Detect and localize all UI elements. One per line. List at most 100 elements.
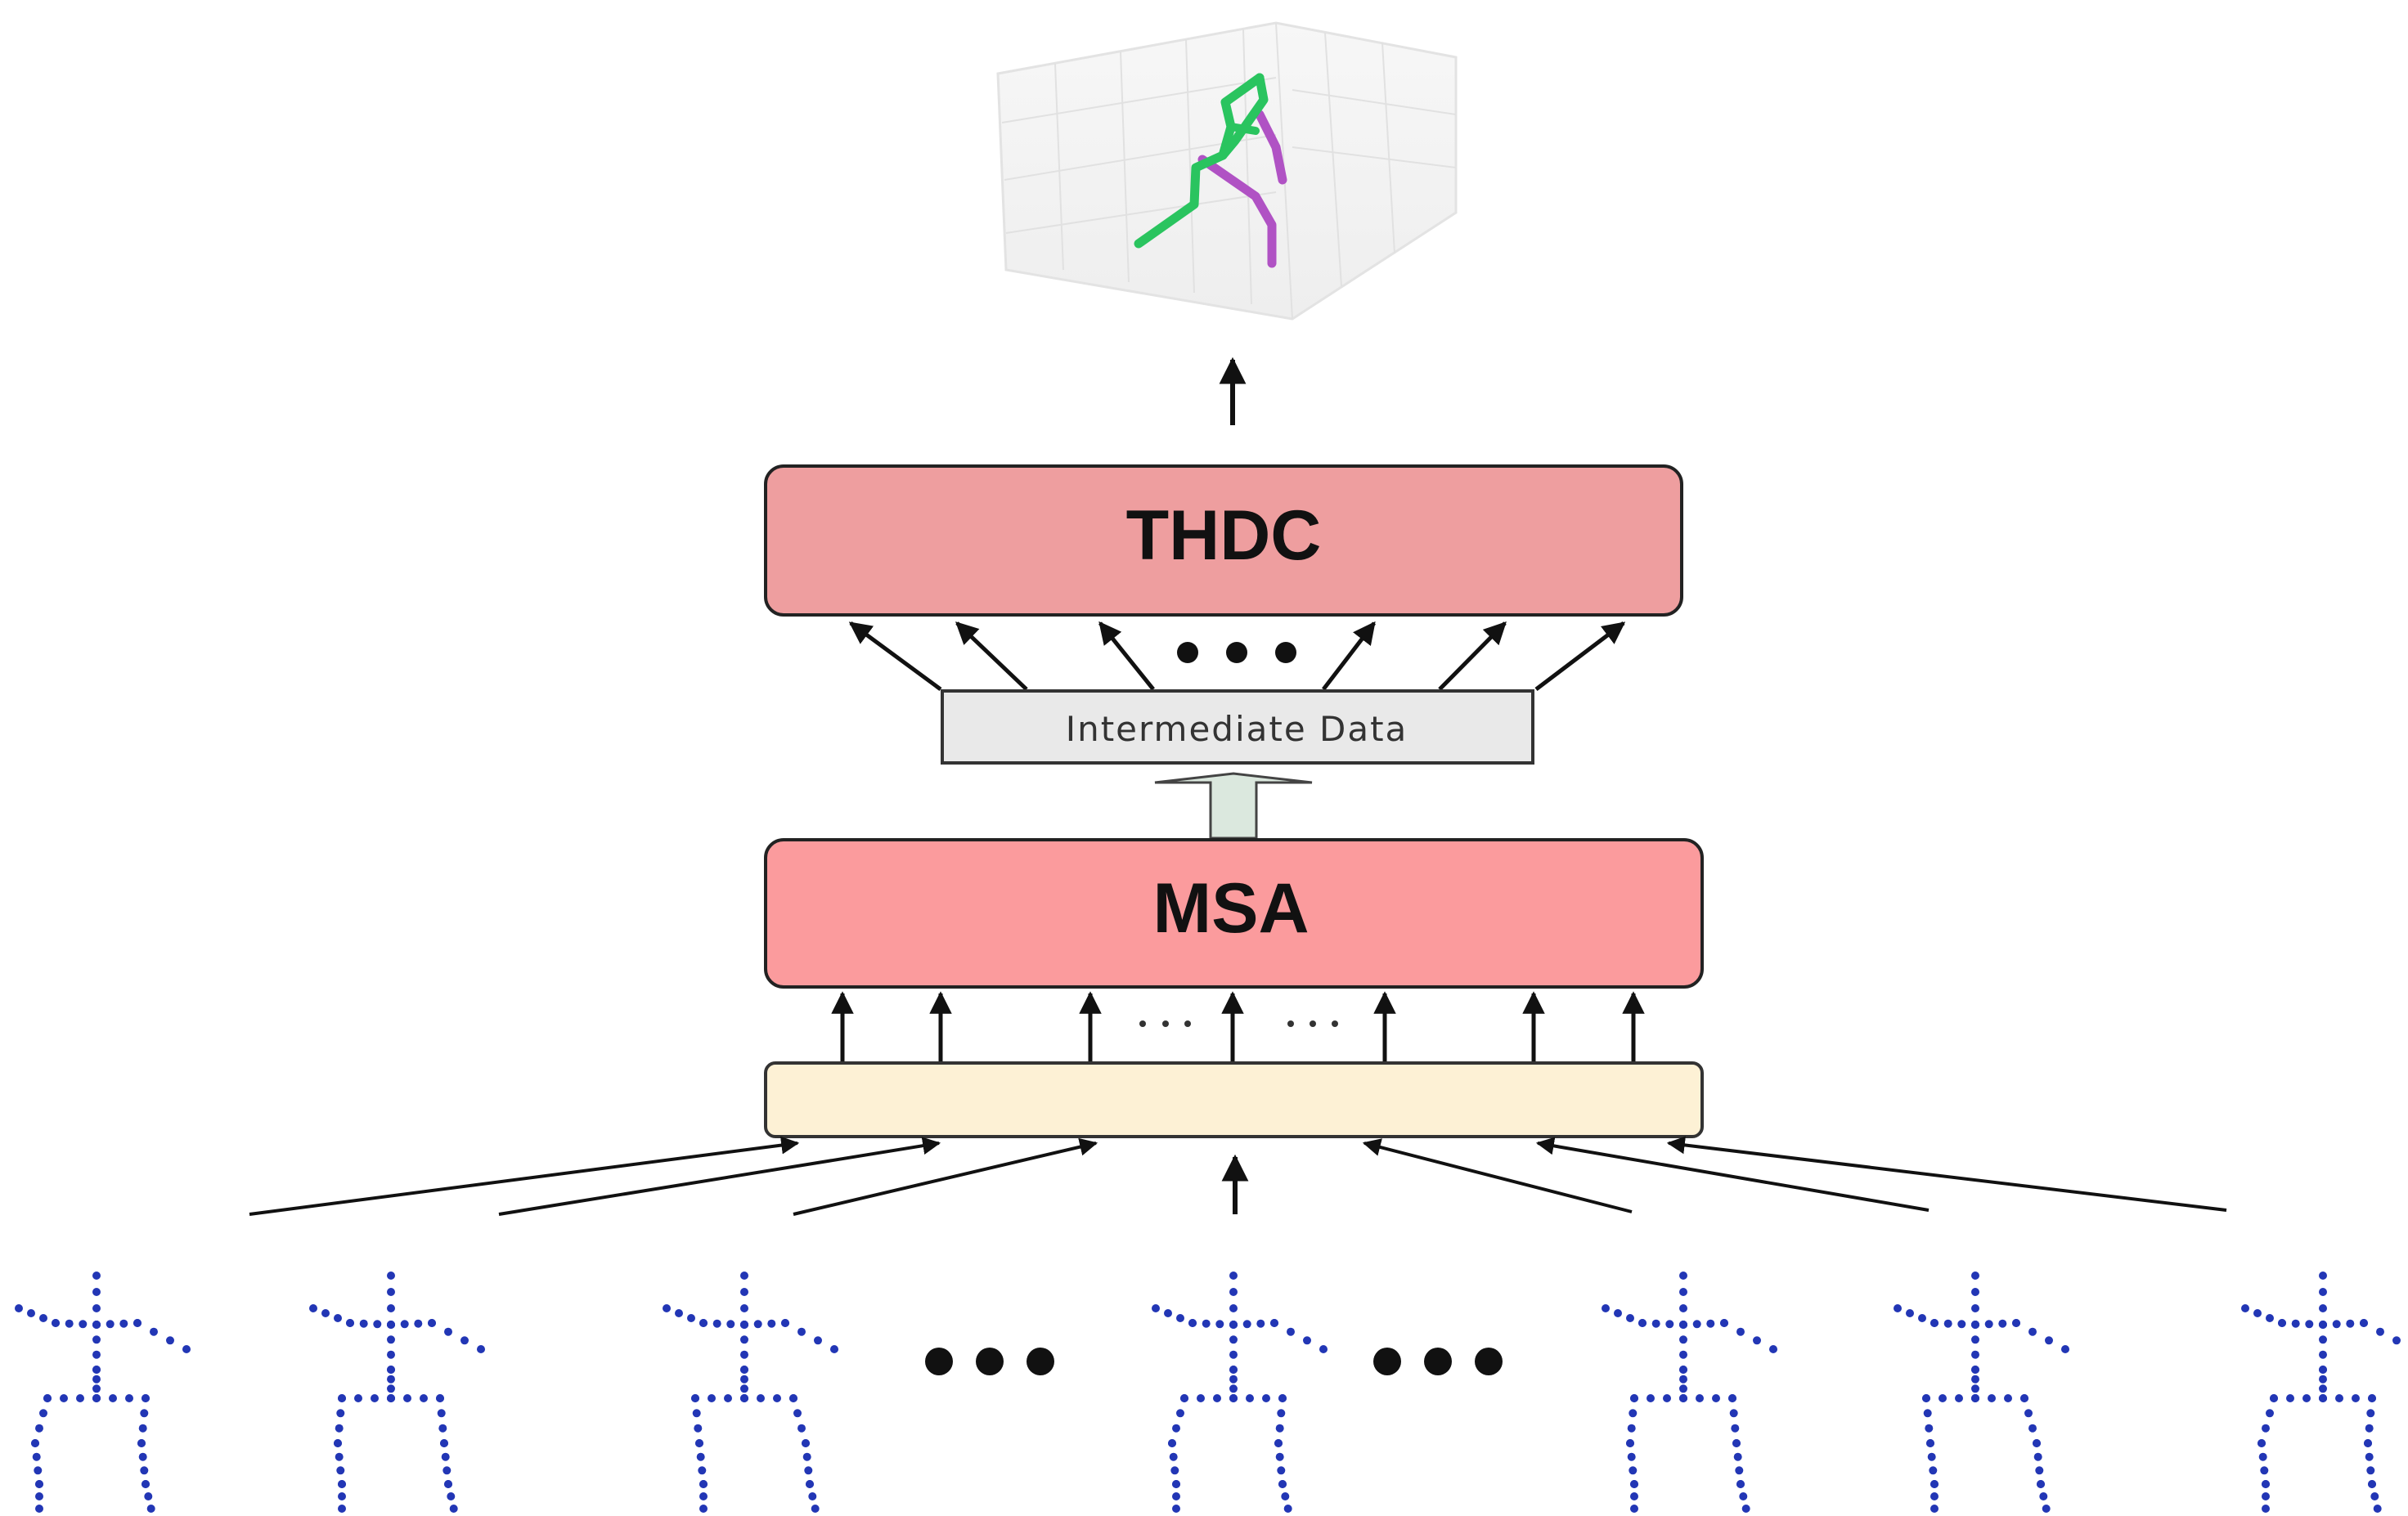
keypoint-dot xyxy=(119,1319,128,1328)
keypoint-dot xyxy=(2012,1319,2020,1327)
keypoint-dot xyxy=(740,1384,748,1393)
keypoint-dot xyxy=(1188,1319,1197,1327)
fan-ellipsis xyxy=(1177,642,1296,663)
keypoint-dot xyxy=(1733,1452,1742,1461)
keypoint-dot xyxy=(441,1452,450,1461)
keypoint-dot xyxy=(740,1366,748,1374)
keypoint-dot xyxy=(1319,1345,1328,1353)
frame-input-arrows xyxy=(249,1136,2227,1216)
thdc-label: THDC xyxy=(1126,496,1322,575)
keypoint-dot xyxy=(2042,1505,2051,1513)
keypoint-dot xyxy=(92,1304,101,1312)
keypoint-dot xyxy=(1663,1394,1671,1402)
keypoint-dot xyxy=(830,1345,838,1353)
keypoint-dot xyxy=(2319,1350,2327,1359)
keypoint-dot xyxy=(1256,1319,1265,1328)
keypoint-dot xyxy=(692,1409,701,1418)
keypoint-dot xyxy=(806,1480,814,1488)
keypoint-dot xyxy=(79,1320,88,1329)
keypoint-dot xyxy=(43,1394,52,1402)
keypoint-dot xyxy=(39,1314,47,1322)
keypoint-dot xyxy=(1626,1314,1634,1322)
keypoint-dot xyxy=(338,1492,346,1500)
keypoint-dot xyxy=(1170,1466,1179,1475)
keypoint-dot xyxy=(789,1394,797,1402)
keypoint-dot xyxy=(146,1505,155,1513)
keypoint-dot xyxy=(1679,1321,1687,1329)
keypoint-dot xyxy=(1229,1321,1238,1329)
keypoint-dot xyxy=(336,1409,345,1418)
keypoint-dot xyxy=(773,1394,781,1402)
keypoint-dot xyxy=(387,1272,395,1280)
keypoint-dot xyxy=(92,1375,101,1384)
3d-pose-plot-icon xyxy=(996,21,1458,321)
keypoint-dot xyxy=(687,1314,695,1322)
keypoint-dot xyxy=(740,1335,748,1344)
keypoint-dot xyxy=(27,1309,35,1317)
keypoint-dot xyxy=(32,1452,41,1461)
keypoint-dot xyxy=(753,1320,762,1329)
keypoint-dot xyxy=(802,1439,810,1447)
keypoint-dot xyxy=(1741,1505,1750,1513)
keypoint-dot xyxy=(1213,1394,1221,1402)
keypoint-dot xyxy=(1729,1409,1738,1418)
keypoint-dot xyxy=(1706,1319,1715,1328)
keypoint-dot xyxy=(1630,1480,1638,1488)
keypoint-dot xyxy=(767,1319,776,1328)
keypoint-dot xyxy=(1739,1492,1748,1500)
keypoint-dot xyxy=(1229,1384,1238,1393)
keypoint-dot xyxy=(2291,1319,2300,1328)
keypoint-dot xyxy=(1229,1288,1238,1296)
input-embedding-bar xyxy=(764,1061,1704,1138)
keypoint-dot xyxy=(1303,1336,1311,1345)
keypoint-dot xyxy=(420,1394,428,1402)
keypoint-dot xyxy=(52,1319,60,1327)
keypoint-dot xyxy=(2278,1319,2286,1327)
keypoint-dot xyxy=(1927,1452,1936,1461)
keypoint-dot xyxy=(15,1304,23,1312)
keypoint-dot xyxy=(1229,1304,1238,1312)
2d-keypoint-skeleton-icon xyxy=(1152,1272,1328,1513)
keypoint-dot xyxy=(2258,1439,2266,1447)
intermediate-data-box xyxy=(941,689,1534,765)
keypoint-dot xyxy=(793,1409,802,1418)
keypoint-dot xyxy=(387,1394,395,1402)
keypoint-dot xyxy=(140,1409,149,1418)
keypoint-dot xyxy=(694,1424,703,1433)
keypoint-dot xyxy=(2366,1409,2375,1418)
keypoint-dot xyxy=(1180,1394,1188,1402)
keypoint-dot xyxy=(106,1320,115,1329)
keypoint-dot xyxy=(2352,1394,2360,1402)
keypoint-dot xyxy=(1283,1505,1292,1513)
keypoint-dot xyxy=(1679,1394,1687,1402)
keypoint-dot xyxy=(1971,1350,1979,1359)
block-up-arrow xyxy=(1154,772,1313,840)
keypoint-dot xyxy=(1164,1309,1172,1317)
keypoint-dot xyxy=(1769,1345,1777,1353)
keypoint-dot xyxy=(35,1480,43,1488)
keypoint-dot xyxy=(1152,1304,1160,1312)
keypoint-dot xyxy=(2305,1320,2314,1329)
keypoint-dot xyxy=(1278,1480,1287,1488)
keypoint-dot xyxy=(138,1424,147,1433)
keypoint-dot xyxy=(1629,1466,1638,1475)
keypoint-dot xyxy=(2260,1466,2269,1475)
keypoint-dot xyxy=(2366,1466,2375,1475)
msa-input-arrows xyxy=(831,991,1645,1063)
keypoint-dot xyxy=(1278,1394,1287,1402)
keypoint-dot xyxy=(414,1319,423,1328)
keypoint-dot xyxy=(1728,1394,1736,1402)
keypoint-dot xyxy=(76,1394,84,1402)
keypoint-dot xyxy=(1971,1375,1979,1384)
keypoint-dot xyxy=(92,1335,101,1344)
keypoint-dot xyxy=(1176,1409,1184,1418)
keypoint-dot xyxy=(142,1394,150,1402)
keypoint-dot xyxy=(740,1394,748,1402)
msa-block: MSA xyxy=(764,838,1704,989)
keypoint-dot xyxy=(338,1480,346,1488)
keypoint-dot xyxy=(387,1321,395,1329)
keypoint-dot xyxy=(1984,1320,1993,1329)
keypoint-dot xyxy=(144,1492,153,1500)
fan-arrow-3 xyxy=(1098,621,1155,691)
keypoint-dot xyxy=(726,1320,735,1329)
